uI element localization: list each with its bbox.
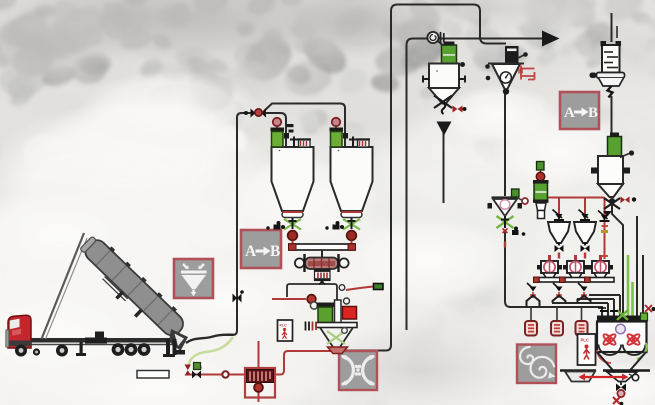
svg-text:PLC: PLC	[581, 338, 589, 343]
svg-text:PLC: PLC	[280, 324, 288, 328]
svg-text:A: A	[245, 243, 257, 260]
svg-text:B: B	[588, 105, 598, 121]
svg-text:B: B	[270, 243, 280, 260]
svg-text:A: A	[564, 105, 575, 121]
